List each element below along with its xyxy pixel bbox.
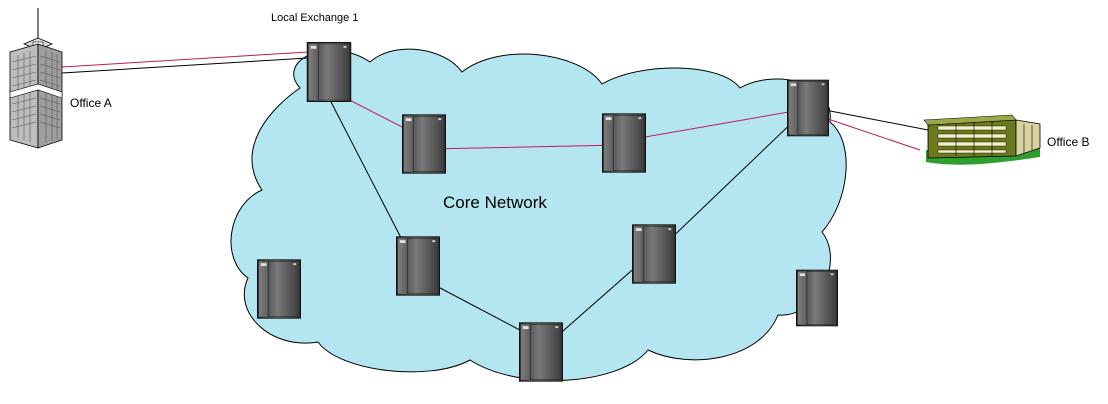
core-node-right-server-icon bbox=[632, 224, 676, 284]
route-exchange2-officeB bbox=[824, 117, 921, 151]
link-exchange2-officeB bbox=[824, 109, 929, 131]
exchange-2-server-icon bbox=[787, 79, 829, 137]
core-network-label: Core Network bbox=[443, 193, 547, 212]
core-node-bottom-server-icon bbox=[519, 322, 563, 382]
route-node-b-exchange2 bbox=[627, 109, 801, 141]
route-officeA-exchange1 bbox=[61, 51, 309, 68]
local-exchange-1-server-icon bbox=[306, 42, 352, 102]
office-tower-icon bbox=[9, 8, 63, 149]
standalone-node-left-server-icon bbox=[257, 259, 301, 319]
route-node-a-node-b bbox=[427, 144, 623, 150]
local-exchange-1-label: Local Exchange 1 bbox=[271, 12, 359, 24]
link-node-mid-node-bottom bbox=[424, 279, 536, 339]
core-node-a-server-icon bbox=[402, 114, 446, 174]
link-officeA-exchange1 bbox=[61, 57, 309, 74]
core-node-mid-server-icon bbox=[396, 236, 440, 296]
office-a-label: Office A bbox=[70, 96, 112, 110]
office-b-label: Office B bbox=[1047, 135, 1090, 149]
standalone-node-right-server-icon bbox=[796, 269, 838, 327]
core-node-b-server-icon bbox=[602, 113, 646, 173]
office-building-icon bbox=[923, 114, 1041, 165]
